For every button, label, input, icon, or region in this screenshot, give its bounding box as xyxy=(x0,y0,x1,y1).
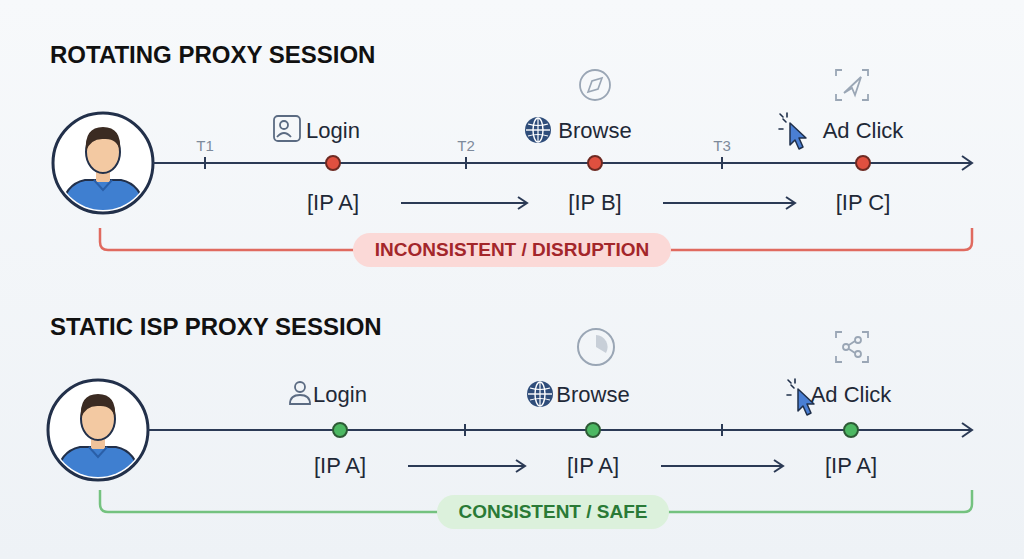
clock-icon xyxy=(578,329,614,365)
arrow-line xyxy=(663,202,795,204)
arrow-head xyxy=(786,197,795,209)
compass-icon xyxy=(580,70,610,100)
arrow-line xyxy=(661,465,783,467)
step-label: Login xyxy=(255,117,411,145)
step-label: Browse xyxy=(515,381,671,409)
timeline-step: Login[IP A] xyxy=(285,117,381,219)
login-icon xyxy=(274,116,300,141)
timeline xyxy=(153,156,972,170)
ip-label: [IP B] xyxy=(517,189,673,217)
cursor-icon xyxy=(779,113,806,149)
timeline xyxy=(148,423,972,437)
status-text: INCONSISTENT / DISRUPTION xyxy=(375,239,649,260)
step-label: Login xyxy=(262,381,418,409)
arrow-head xyxy=(516,460,525,472)
ip-label: [IP C] xyxy=(785,189,941,217)
timeline-dot xyxy=(332,422,348,438)
globe-icon xyxy=(525,117,551,143)
ip-label: [IP A] xyxy=(515,452,671,480)
arrow-head xyxy=(518,197,527,209)
ip-label: [IP A] xyxy=(262,452,418,480)
time-label: T3 xyxy=(713,137,731,154)
timeline-dot xyxy=(587,155,603,171)
status-pill: INCONSISTENT / DISRUPTION xyxy=(353,233,671,267)
timeline-step: Ad Click[IP C] xyxy=(815,117,911,219)
flow-arrow xyxy=(663,197,795,209)
login-icon xyxy=(290,382,310,404)
flow-arrow xyxy=(661,460,783,472)
timeline-dot xyxy=(843,422,859,438)
time-label: T1 xyxy=(196,137,214,154)
time-label: T2 xyxy=(457,137,475,154)
target-icon xyxy=(836,70,868,100)
timeline-dot xyxy=(855,155,871,171)
ip-label: [IP A] xyxy=(773,452,929,480)
share-icon xyxy=(836,332,868,362)
flow-arrow xyxy=(401,197,527,209)
timeline-step: Login[IP A] xyxy=(292,384,388,486)
arrow-line xyxy=(401,202,527,204)
arrow-head xyxy=(774,460,783,472)
step-label: Ad Click xyxy=(773,381,929,409)
user-avatar xyxy=(53,113,153,218)
arrow-line xyxy=(408,465,525,467)
timeline-step: Ad Click[IP A] xyxy=(803,384,899,486)
ip-label: [IP A] xyxy=(255,189,411,217)
timeline-step: Browse[IP A] xyxy=(545,384,641,486)
section-heading: ROTATING PROXY SESSION xyxy=(50,41,375,69)
status-text: CONSISTENT / SAFE xyxy=(459,501,648,522)
timeline-dot xyxy=(325,155,341,171)
flow-arrow xyxy=(408,460,525,472)
step-label: Ad Click xyxy=(785,117,941,145)
timeline-dot xyxy=(585,422,601,438)
status-pill: CONSISTENT / SAFE xyxy=(437,495,670,529)
step-label: Browse xyxy=(517,117,673,145)
user-avatar xyxy=(48,380,148,485)
section-heading: STATIC ISP PROXY SESSION xyxy=(50,313,382,341)
globe-icon xyxy=(527,381,553,407)
timeline-step: Browse[IP B] xyxy=(547,117,643,219)
cursor-icon xyxy=(787,379,814,415)
